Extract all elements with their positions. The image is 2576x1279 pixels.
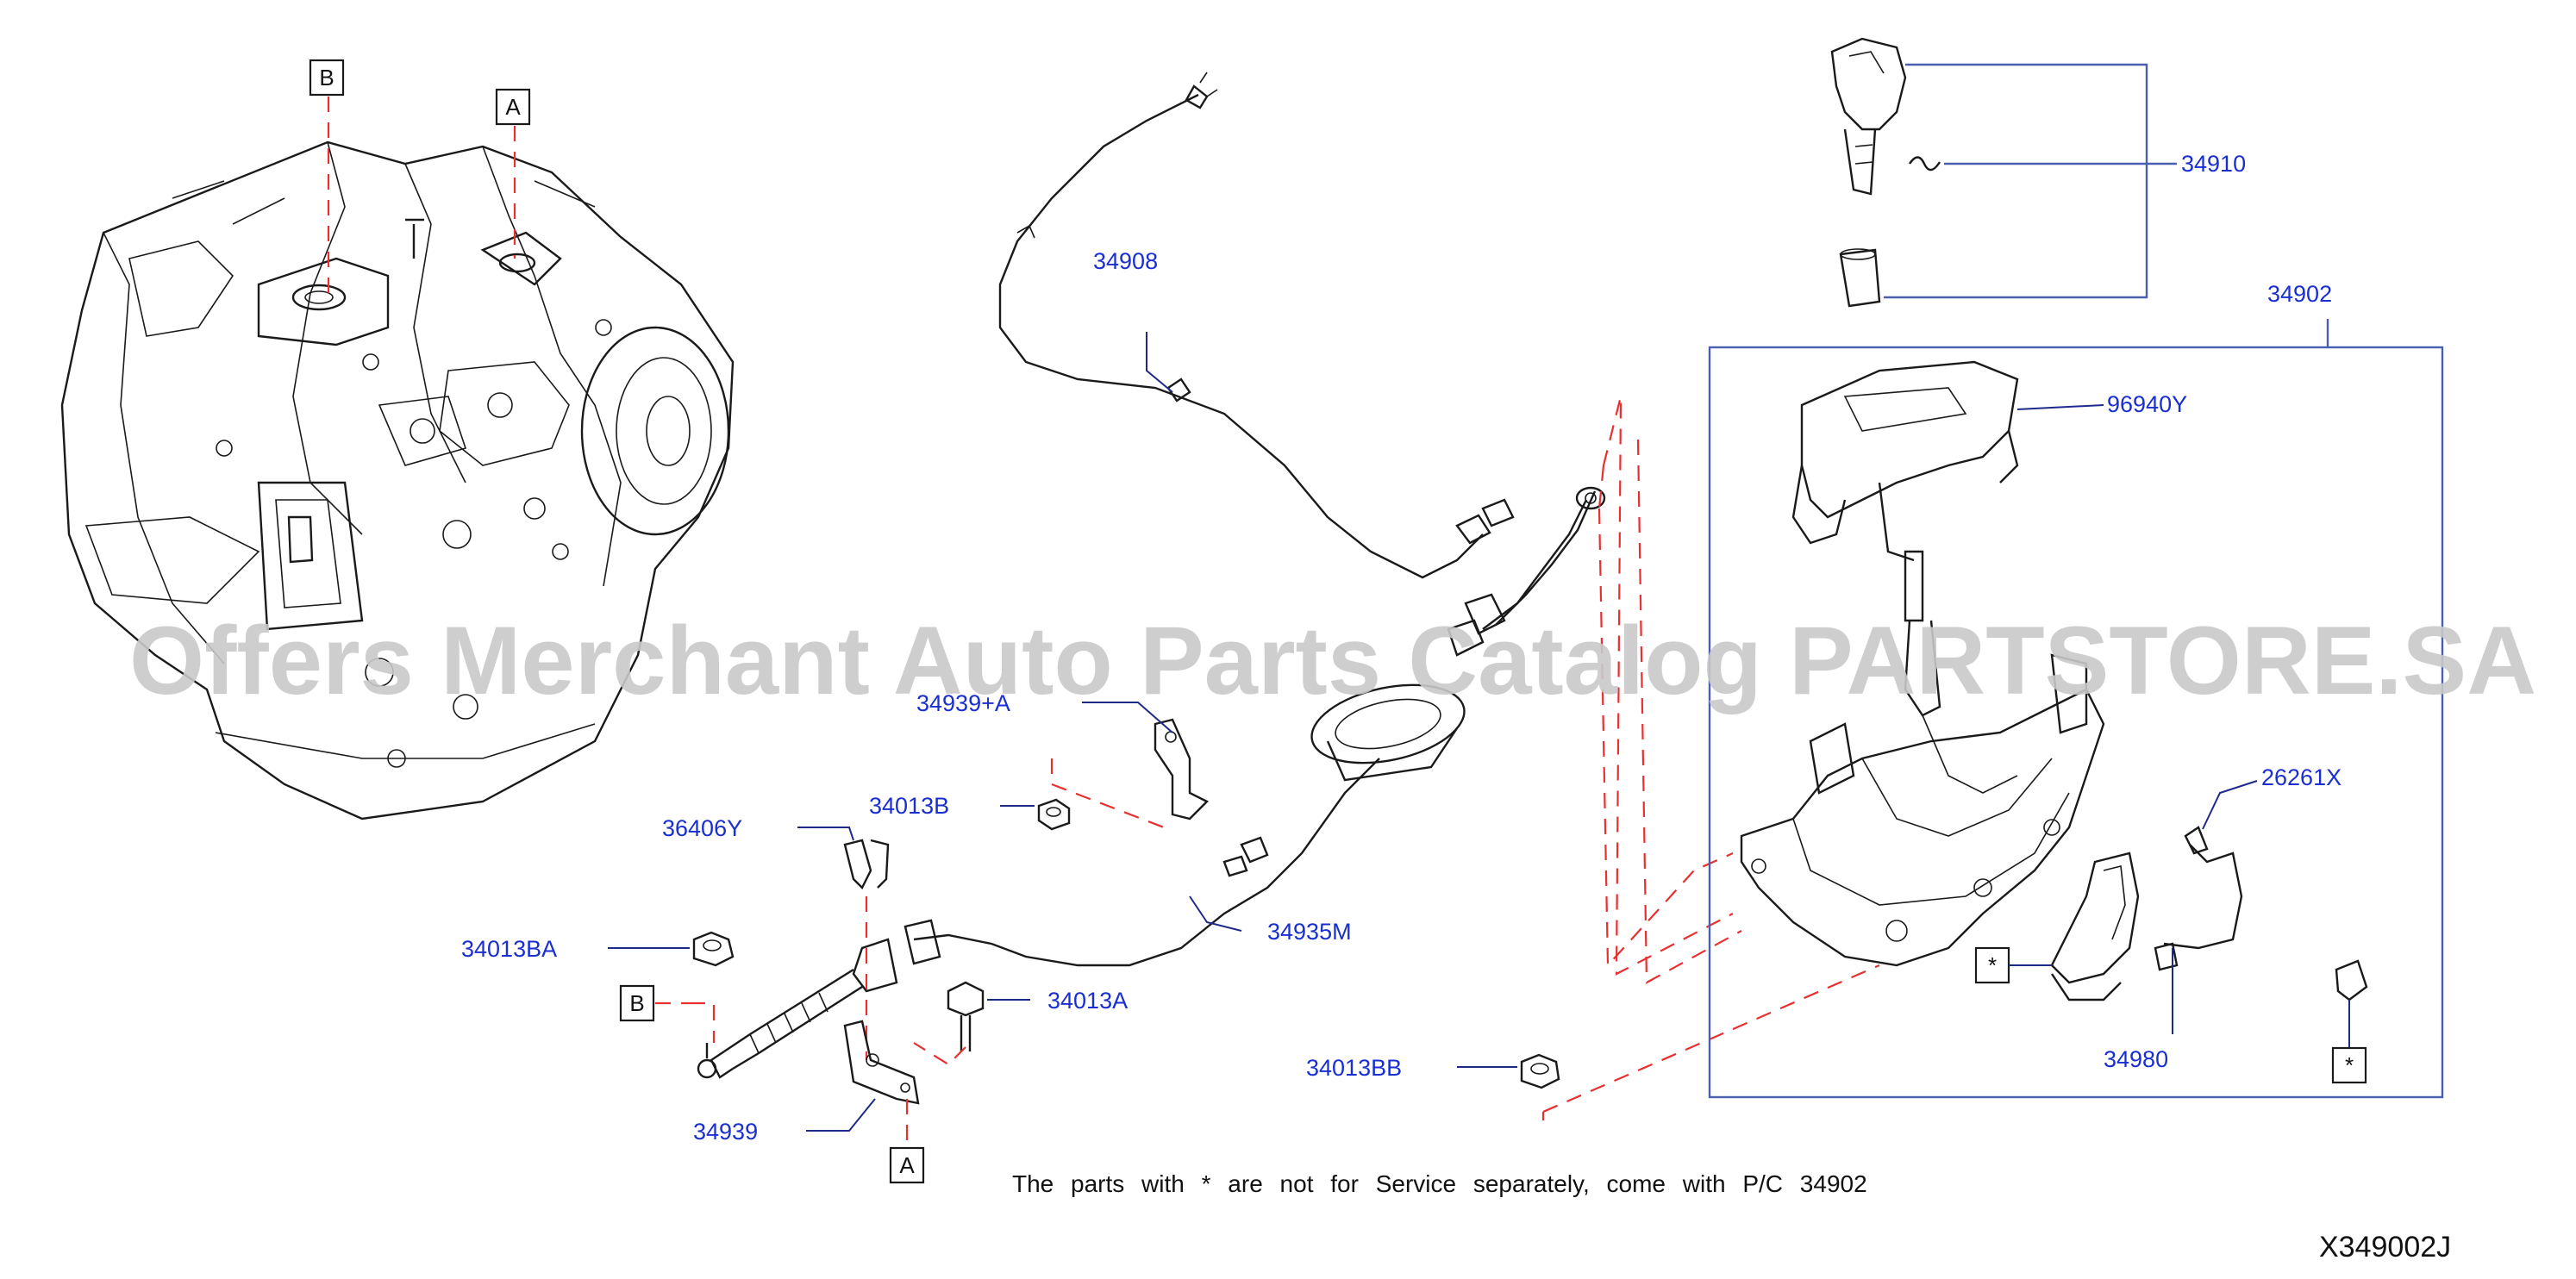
leader-34939 bbox=[806, 1098, 876, 1132]
leader-34939a bbox=[1082, 702, 1173, 733]
part-star-2-illustration bbox=[2335, 959, 2368, 1001]
cable-34935m-illustration bbox=[697, 486, 1606, 1079]
leader-34935m bbox=[1189, 895, 1242, 932]
callout-box-b-top: B bbox=[309, 59, 345, 97]
watermark-text: Offers Merchant Auto Parts Catalog PARTS… bbox=[129, 607, 2536, 714]
nut-34013b-illustration bbox=[1037, 798, 1071, 831]
part-label-34910[interactable]: 34910 bbox=[2181, 151, 2246, 177]
svg-text:*: * bbox=[1988, 952, 1997, 978]
part-label-34013b[interactable]: 34013B bbox=[869, 793, 949, 819]
guide-34939a bbox=[1050, 758, 1165, 829]
diagram-code: X349002J bbox=[2319, 1231, 2451, 1263]
guide-b-bottom bbox=[690, 1001, 716, 1043]
footnote: The parts with * are not for Service sep… bbox=[1012, 1170, 1867, 1197]
bracket-34939-illustration bbox=[843, 1020, 920, 1105]
callout-box-a-top: A bbox=[495, 88, 531, 126]
svg-text:B: B bbox=[319, 65, 334, 90]
clip-36406y-illustration bbox=[843, 839, 890, 890]
harness-26261x-illustration bbox=[2163, 826, 2243, 950]
leader-34908 bbox=[1146, 332, 1173, 393]
nut-34013ba-illustration bbox=[692, 931, 735, 967]
svg-text:A: A bbox=[505, 94, 521, 120]
part-label-26261x[interactable]: 26261X bbox=[2261, 764, 2342, 790]
guide-cable-shifter-2 bbox=[1602, 396, 1734, 976]
part-label-34935m[interactable]: 34935M bbox=[1267, 919, 1352, 945]
part-label-34908[interactable]: 34908 bbox=[1093, 248, 1158, 274]
leader-26261x bbox=[2202, 780, 2258, 830]
callout-box-star-1: * bbox=[1974, 946, 2010, 984]
bracket-34910 bbox=[1884, 63, 2148, 299]
part-label-34013bb[interactable]: 34013BB bbox=[1306, 1055, 1402, 1081]
bolt-34013a-illustration bbox=[947, 981, 985, 1051]
guide-cable-shifter-1 bbox=[1597, 465, 1734, 968]
svg-text:A: A bbox=[899, 1152, 915, 1178]
shifter-base-illustration bbox=[1740, 550, 2105, 967]
svg-text:*: * bbox=[2345, 1052, 2354, 1078]
assembly-34902-frame bbox=[1708, 346, 2444, 1099]
part-label-34939[interactable]: 34939 bbox=[693, 1119, 758, 1145]
transmission-illustration bbox=[60, 140, 735, 820]
callout-box-star-2: * bbox=[2331, 1046, 2367, 1084]
leader-36406y bbox=[797, 827, 854, 841]
callout-box-a-bottom: A bbox=[889, 1146, 925, 1184]
part-label-96940y[interactable]: 96940Y bbox=[2107, 391, 2187, 417]
cable-34908-illustration bbox=[998, 72, 1515, 579]
part-label-34013ba[interactable]: 34013BA bbox=[461, 936, 557, 962]
shift-knob-illustration bbox=[1830, 37, 1941, 308]
part-label-34980[interactable]: 34980 bbox=[2104, 1046, 2168, 1072]
part-label-34939a[interactable]: 34939+A bbox=[916, 690, 1010, 716]
nut-34013bb-illustration bbox=[1520, 1053, 1560, 1089]
leader-96940y bbox=[2016, 404, 2104, 410]
svg-text:B: B bbox=[629, 990, 644, 1016]
callout-box-b-bottom: B bbox=[619, 984, 655, 1022]
part-label-34013a[interactable]: 34013A bbox=[1047, 988, 1128, 1014]
part-label-36406y[interactable]: 36406Y bbox=[662, 815, 742, 841]
indicator-96940y-illustration bbox=[1791, 360, 2019, 562]
switch-34980-illustration bbox=[2050, 852, 2179, 1001]
part-label-34902[interactable]: 34902 bbox=[2267, 281, 2332, 307]
guide-cable-shifter-3 bbox=[1636, 439, 1742, 984]
bracket-34939a-illustration bbox=[1154, 718, 1210, 820]
guide-34013bb bbox=[1542, 964, 1880, 1114]
guide-34013a bbox=[913, 1042, 966, 1066]
